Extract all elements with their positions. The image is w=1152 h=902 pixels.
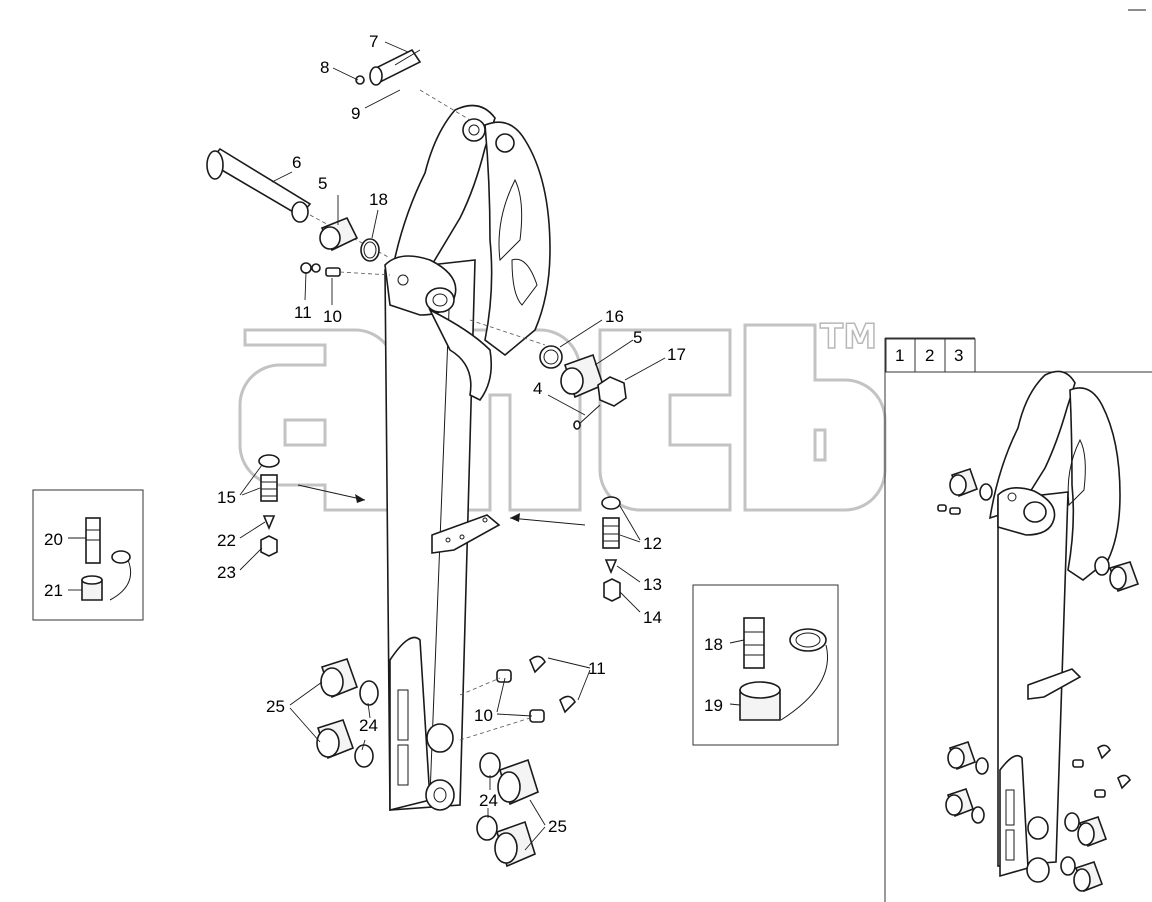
callout-9: 9 bbox=[351, 104, 360, 123]
leader-lines bbox=[68, 41, 745, 851]
callout-10-top: 10 bbox=[323, 307, 342, 326]
tab-2-label: 2 bbox=[925, 346, 934, 365]
trademark-mark: TM bbox=[820, 317, 877, 357]
callout-5-right: 5 bbox=[633, 328, 642, 347]
callout-21: 21 bbox=[44, 581, 63, 600]
callout-4: 4 bbox=[533, 379, 542, 398]
callout-25-left: 25 bbox=[266, 697, 285, 716]
ring-18-top bbox=[360, 238, 380, 262]
inset-box-20-21 bbox=[32, 489, 144, 621]
callout-17: 17 bbox=[667, 345, 686, 364]
callout-11-top: 11 bbox=[294, 303, 312, 322]
variant-panel: 1 2 3 bbox=[884, 337, 1152, 902]
grease-fitting-10-11-top bbox=[300, 262, 391, 277]
callout-5-top: 5 bbox=[318, 174, 327, 193]
tab-1-label: 1 bbox=[895, 346, 904, 365]
tab-3-label: 3 bbox=[954, 346, 963, 365]
tab-1[interactable]: 1 bbox=[885, 338, 916, 373]
fitting-15-22-23 bbox=[258, 454, 366, 557]
tab-2[interactable]: 2 bbox=[914, 338, 946, 373]
inset-box-18-19 bbox=[692, 584, 839, 746]
callout-22: 22 bbox=[217, 531, 236, 550]
callout-25-right: 25 bbox=[548, 817, 567, 836]
bushing-5-top bbox=[319, 216, 359, 252]
pin-7-8-9-group bbox=[355, 48, 471, 121]
callout-15: 15 bbox=[217, 488, 236, 507]
tab-3[interactable]: 3 bbox=[944, 338, 976, 373]
callout-20: 20 bbox=[44, 530, 63, 549]
grease-fitting-10-11-bottom bbox=[459, 655, 576, 741]
axis-line-right bbox=[469, 319, 546, 346]
fitting-12-13-14 bbox=[509, 496, 621, 602]
callout-16: 16 bbox=[605, 307, 624, 326]
callout-10-bottom: 10 bbox=[474, 706, 493, 725]
callout-7: 7 bbox=[369, 32, 378, 51]
callout-13: 13 bbox=[643, 575, 662, 594]
pin-6 bbox=[206, 147, 391, 259]
callout-24-left: 24 bbox=[359, 716, 378, 735]
callout-18-inset: 18 bbox=[704, 635, 723, 654]
callout-8: 8 bbox=[320, 58, 329, 77]
callout-23: 23 bbox=[217, 563, 236, 582]
callout-labels: 7 8 9 6 5 18 11 10 16 5 17 4 15 22 23 12… bbox=[44, 32, 723, 836]
callout-6: 6 bbox=[292, 153, 301, 172]
ring-16 bbox=[539, 345, 563, 369]
bushings-bottom-left bbox=[316, 658, 379, 768]
callout-12: 12 bbox=[643, 534, 662, 553]
bushings-bottom-right bbox=[476, 752, 539, 868]
callout-18-top: 18 bbox=[369, 190, 388, 209]
callout-11-bottom: 11 bbox=[588, 659, 606, 678]
bushing-5-right bbox=[560, 353, 604, 399]
watermark-logo: TM bbox=[238, 316, 887, 512]
callout-19: 19 bbox=[704, 696, 723, 715]
nut-17 bbox=[597, 376, 627, 407]
callout-24-right: 24 bbox=[479, 791, 498, 810]
boom-arm-variant bbox=[937, 370, 1140, 893]
boom-arm bbox=[384, 104, 551, 812]
cotter-pin-4 bbox=[573, 404, 601, 430]
callout-14: 14 bbox=[643, 608, 662, 627]
